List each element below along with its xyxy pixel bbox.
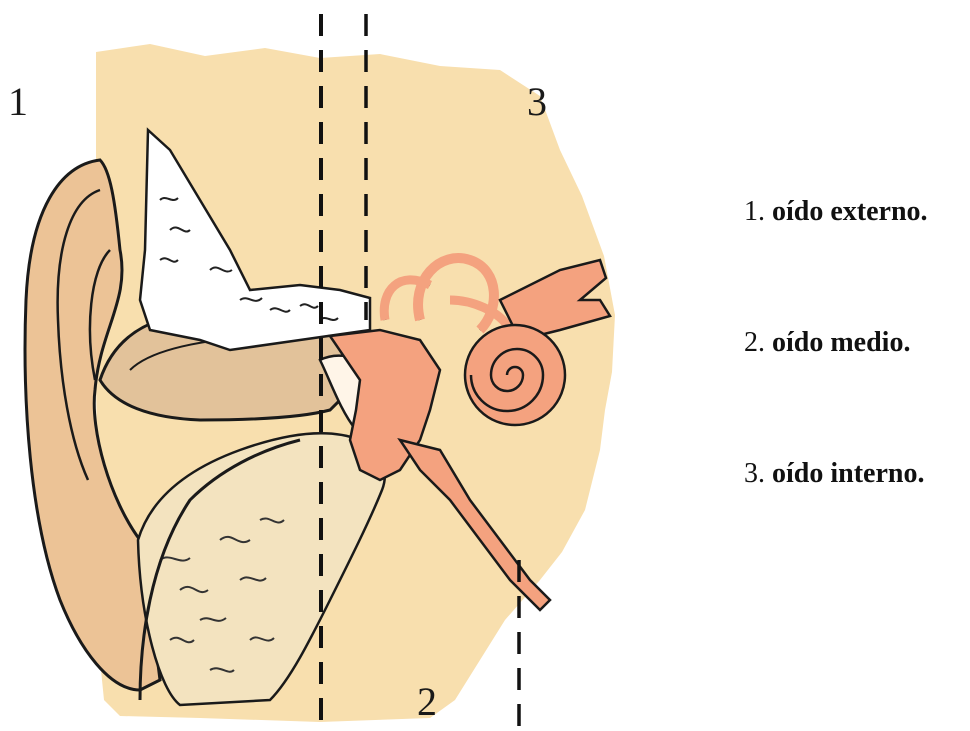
legend-item-inner-ear: 3. oído interno.	[744, 458, 928, 488]
legend-item-text: oído medio.	[772, 327, 910, 358]
legend-item-number: 3.	[744, 458, 765, 489]
region-label-outer-ear: 1	[8, 82, 28, 122]
legend-item-middle-ear: 2. oído medio.	[744, 327, 928, 357]
legend-item-text: oído interno.	[772, 458, 924, 489]
legend-item-number: 1.	[744, 196, 765, 227]
legend-item-text: oído externo.	[772, 196, 928, 227]
region-label-middle-ear: 2	[417, 682, 437, 722]
legend-item-outer-ear: 1. oído externo.	[744, 196, 928, 226]
region-label-inner-ear: 3	[527, 82, 547, 122]
legend: 1. oído externo. 2. oído medio. 3. oído …	[744, 196, 928, 589]
legend-item-number: 2.	[744, 327, 765, 358]
